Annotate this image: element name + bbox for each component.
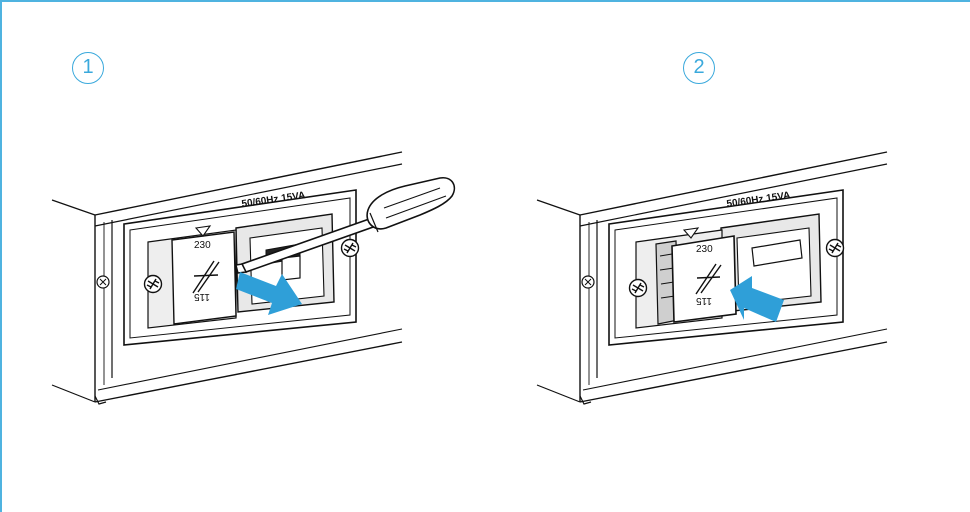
chassis-2 xyxy=(536,151,888,405)
voltage-label-230-2: 230 xyxy=(696,244,713,255)
voltage-label-115-1: 115 xyxy=(194,291,210,302)
screwdriver-icon xyxy=(235,176,456,274)
screw-icon xyxy=(628,278,648,298)
step-number-2: 2 xyxy=(683,52,715,84)
panel-1-illustration: 50/60Hz 15VA 230 115 xyxy=(51,151,456,405)
panel-2-illustration: 50/60Hz 15VA 230 115 xyxy=(536,151,888,405)
arrow-icon xyxy=(236,272,302,315)
voltage-label-115-2: 115 xyxy=(696,295,712,306)
fuse-icon xyxy=(192,260,220,294)
screw-icon xyxy=(340,238,360,258)
arrow-icon xyxy=(730,276,784,322)
fuse-icon xyxy=(695,263,722,295)
chassis-1 xyxy=(51,151,403,405)
voltage-label-230-1: 230 xyxy=(194,240,211,251)
step-number-1: 1 xyxy=(72,52,104,84)
screw-icon xyxy=(143,274,163,294)
screw-icon xyxy=(825,238,845,258)
